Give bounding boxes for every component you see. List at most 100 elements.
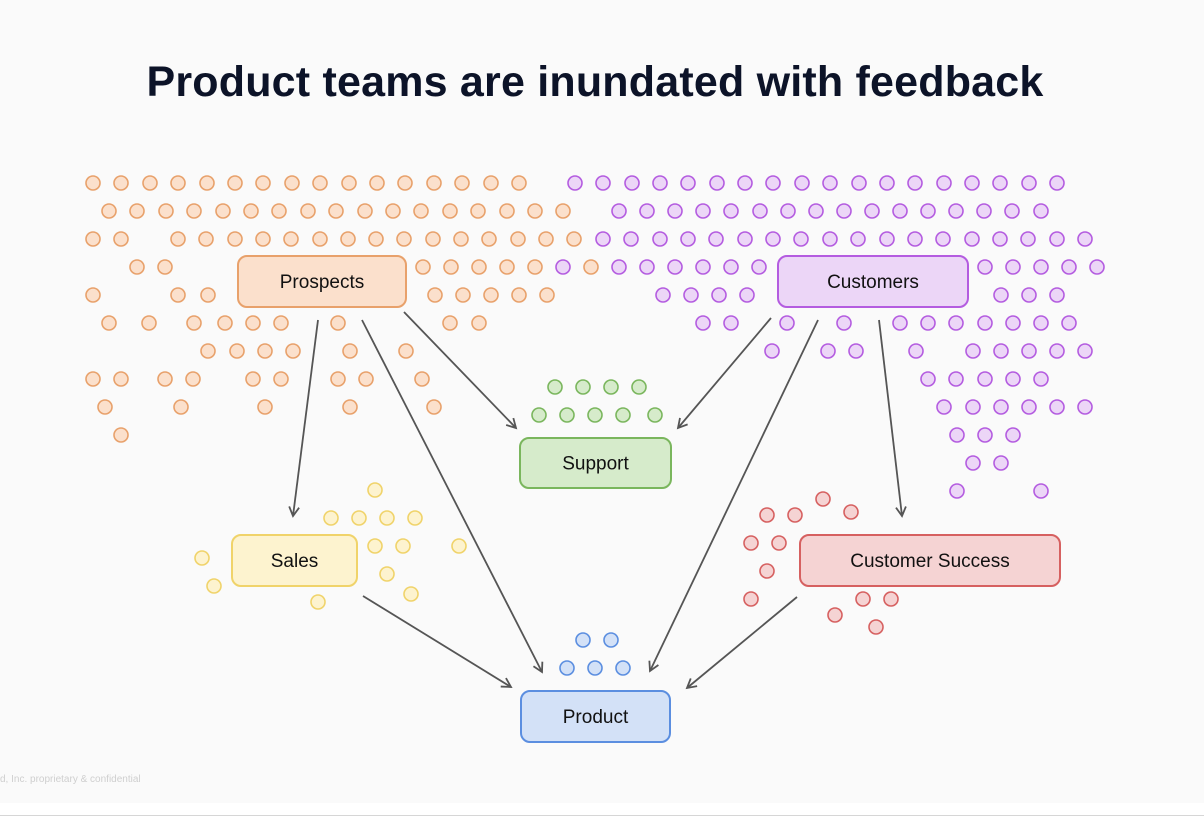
purple-feedback-dot — [1021, 399, 1037, 415]
purple-feedback-dot — [623, 231, 639, 247]
page-title: Product teams are inundated with feedbac… — [146, 58, 1044, 106]
orange-feedback-dot — [426, 175, 442, 191]
yellow-feedback-dot — [451, 538, 467, 554]
blue-feedback-dot — [615, 660, 631, 676]
orange-feedback-dot — [425, 231, 441, 247]
purple-feedback-dot — [836, 315, 852, 331]
orange-feedback-dot — [227, 175, 243, 191]
orange-feedback-dot — [255, 231, 271, 247]
green-feedback-dot — [647, 407, 663, 423]
orange-feedback-dot — [555, 203, 571, 219]
green-feedback-dot — [587, 407, 603, 423]
arrow-prospects-to-product — [361, 319, 544, 674]
purple-feedback-dot — [936, 175, 952, 191]
purple-feedback-dot — [1049, 175, 1065, 191]
purple-feedback-dot — [1049, 287, 1065, 303]
node-product-box — [520, 690, 671, 743]
purple-feedback-dot — [1004, 203, 1020, 219]
orange-feedback-dot — [414, 371, 430, 387]
purple-feedback-dot — [723, 259, 739, 275]
red-feedback-dot — [827, 607, 843, 623]
purple-feedback-dot — [723, 315, 739, 331]
node-customer-success-label: Customer Success — [850, 551, 1009, 572]
orange-feedback-dot — [342, 399, 358, 415]
red-feedback-dot — [787, 507, 803, 523]
purple-feedback-dot — [1021, 287, 1037, 303]
purple-feedback-dot — [737, 175, 753, 191]
orange-feedback-dot — [273, 315, 289, 331]
purple-feedback-dot — [695, 259, 711, 275]
purple-feedback-dot — [1033, 483, 1049, 499]
orange-feedback-dot — [173, 399, 189, 415]
purple-feedback-dot — [993, 287, 1009, 303]
orange-feedback-dot — [245, 315, 261, 331]
orange-feedback-dot — [566, 231, 582, 247]
red-feedback-dot — [759, 507, 775, 523]
yellow-feedback-dot — [403, 586, 419, 602]
purple-feedback-dot — [779, 315, 795, 331]
orange-feedback-dot — [273, 371, 289, 387]
green-feedback-dot — [547, 379, 563, 395]
purple-feedback-dot — [1005, 259, 1021, 275]
yellow-feedback-dot — [194, 550, 210, 566]
orange-feedback-dot — [341, 175, 357, 191]
node-prospects-label: Prospects — [280, 272, 364, 293]
green-feedback-dot — [531, 407, 547, 423]
orange-feedback-dot — [538, 231, 554, 247]
purple-feedback-dot — [1033, 203, 1049, 219]
purple-feedback-dot — [723, 203, 739, 219]
purple-feedback-dot — [655, 287, 671, 303]
orange-feedback-dot — [129, 203, 145, 219]
purple-feedback-dot — [611, 203, 627, 219]
purple-feedback-dot — [764, 343, 780, 359]
orange-feedback-dot — [198, 231, 214, 247]
orange-feedback-dot — [229, 343, 245, 359]
orange-feedback-dot — [527, 203, 543, 219]
yellow-feedback-dot — [379, 566, 395, 582]
blue-feedback-dot — [603, 632, 619, 648]
purple-feedback-dot — [920, 315, 936, 331]
purple-feedback-dot — [822, 175, 838, 191]
orange-feedback-dot — [101, 203, 117, 219]
orange-feedback-dot — [158, 203, 174, 219]
yellow-feedback-dot — [379, 510, 395, 526]
purple-feedback-dot — [1049, 231, 1065, 247]
yellow-feedback-dot — [351, 510, 367, 526]
purple-feedback-dot — [935, 231, 951, 247]
node-support-label: Support — [562, 454, 629, 475]
orange-feedback-dot — [170, 287, 186, 303]
purple-feedback-dot — [567, 175, 583, 191]
orange-feedback-dot — [454, 175, 470, 191]
purple-feedback-dot — [1005, 427, 1021, 443]
purple-feedback-dot — [965, 343, 981, 359]
purple-feedback-dot — [1033, 259, 1049, 275]
orange-feedback-dot — [129, 259, 145, 275]
purple-feedback-dot — [977, 259, 993, 275]
orange-feedback-dot — [369, 175, 385, 191]
orange-feedback-dot — [141, 315, 157, 331]
yellow-feedback-dot — [206, 578, 222, 594]
node-customers-box — [777, 255, 969, 308]
purple-feedback-dot — [808, 203, 824, 219]
red-feedback-dot — [743, 591, 759, 607]
orange-feedback-dot — [284, 175, 300, 191]
orange-feedback-dot — [413, 203, 429, 219]
purple-feedback-dot — [751, 259, 767, 275]
orange-feedback-dot — [85, 371, 101, 387]
orange-feedback-dot — [455, 287, 471, 303]
arrows — [288, 311, 907, 690]
orange-feedback-dot — [483, 175, 499, 191]
orange-feedback-dot — [328, 203, 344, 219]
purple-feedback-dot — [820, 343, 836, 359]
orange-feedback-dot — [443, 259, 459, 275]
purple-feedback-dot — [1020, 231, 1036, 247]
purple-feedback-dot — [1021, 175, 1037, 191]
purple-feedback-dot — [765, 175, 781, 191]
orange-feedback-dot — [257, 399, 273, 415]
node-customer-success: Customer Success — [799, 534, 1061, 587]
purple-feedback-dot — [1061, 315, 1077, 331]
purple-feedback-dot — [907, 175, 923, 191]
